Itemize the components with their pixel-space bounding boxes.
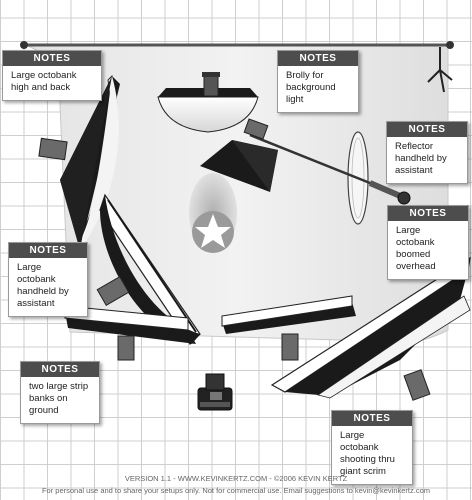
camera-icon <box>197 373 233 411</box>
note-header: NOTES <box>332 411 412 426</box>
note-octobank-handheld: NOTES Large octobank handheld by assista… <box>8 242 88 317</box>
note-text: Large octobank handheld by assistant <box>17 262 69 309</box>
note-header: NOTES <box>3 51 101 66</box>
note-header: NOTES <box>9 243 87 258</box>
octobank-high-back <box>38 75 120 252</box>
note-text: two large strip banks on ground <box>29 381 89 416</box>
footer-usage: For personal use and to share your setup… <box>41 486 431 495</box>
note-text: Large octobank boomed overhead <box>396 225 436 272</box>
note-text: Large octobank high and back <box>11 70 77 93</box>
note-brolly: NOTES Brolly for background light <box>277 50 359 113</box>
octobank-boomed-overhead <box>200 118 278 192</box>
boom-arm <box>249 133 411 205</box>
note-strip-banks: NOTES two large strip banks on ground <box>20 361 100 424</box>
note-text: Large octobank shooting thru giant scrim <box>340 430 395 477</box>
note-header: NOTES <box>21 362 99 377</box>
note-octobank-scrim: NOTES Large octobank shooting thru giant… <box>331 410 413 485</box>
light-stand-icon <box>427 47 453 93</box>
note-text: Brolly for background light <box>286 70 336 105</box>
footer-version: VERSION 1.1 - WWW.KEVINKERTZ.COM - ©2006… <box>124 474 348 483</box>
brolly-umbrella <box>157 72 259 133</box>
note-octobank-boomed: NOTES Large octobank boomed overhead <box>387 205 469 280</box>
note-octobank-high-back: NOTES Large octobank high and back <box>2 50 102 101</box>
subject-star-icon <box>192 211 234 253</box>
note-header: NOTES <box>388 206 468 221</box>
note-text: Reflector handheld by assistant <box>395 141 447 176</box>
backdrop-pole-end-left <box>20 41 28 49</box>
octobank-thru-scrim <box>270 256 471 401</box>
note-header: NOTES <box>278 51 358 66</box>
note-header: NOTES <box>387 122 467 137</box>
strip-bank-right <box>221 295 356 361</box>
backdrop-pole-end-right <box>446 41 454 49</box>
note-reflector: NOTES Reflector handheld by assistant <box>386 121 468 184</box>
